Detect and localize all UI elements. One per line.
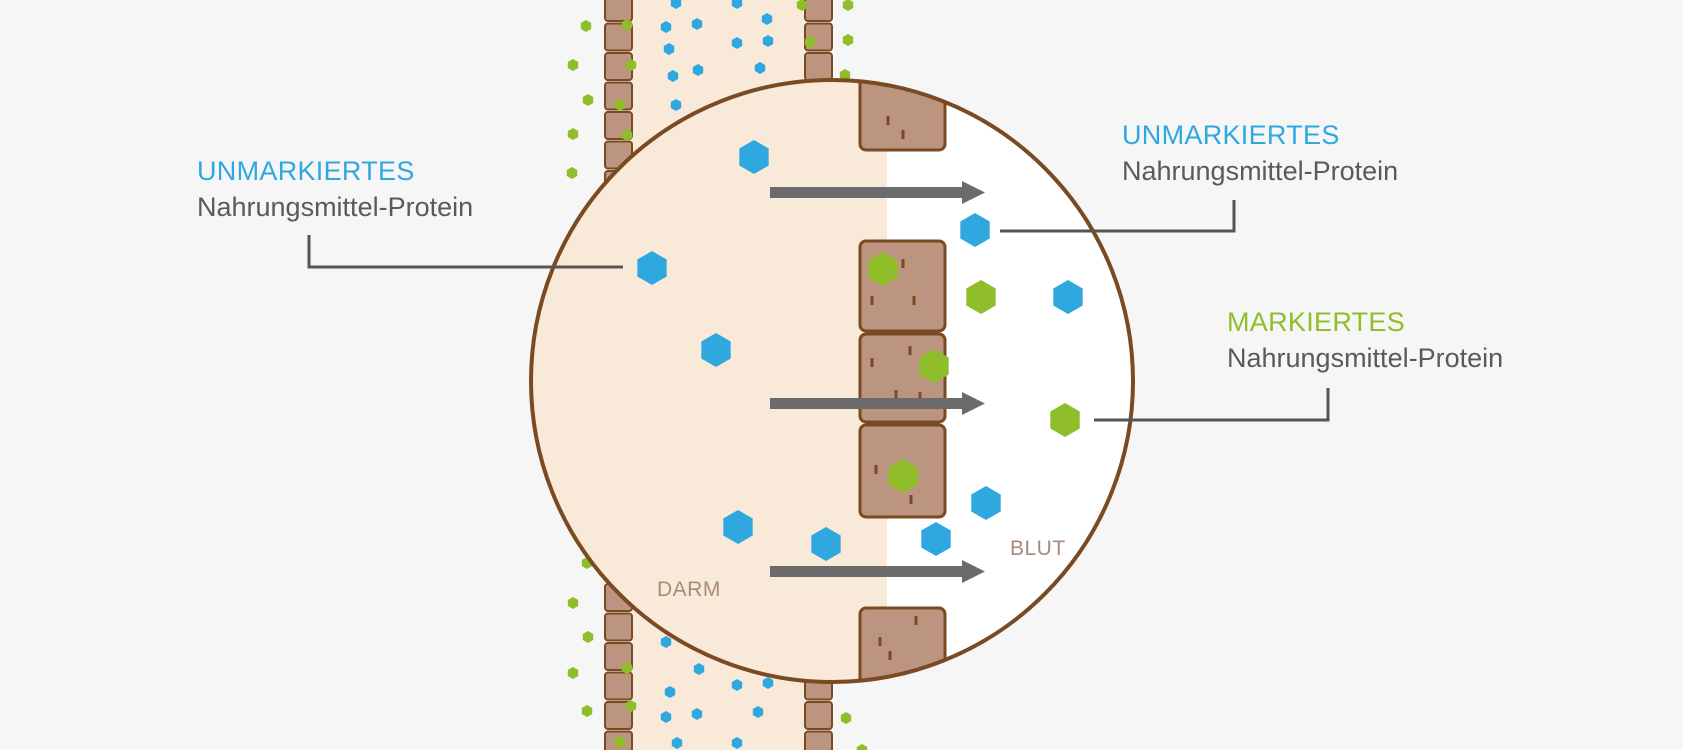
wall-cell [858,80,947,152]
green-hexagon-icon [566,167,578,179]
leader-line-unlabeled-left [307,235,623,269]
label-labeled-right: MARKIERTES Nahrungsmittel-Protein [1227,309,1503,372]
blue-hexagon-icon [739,140,769,174]
wall-cell [804,52,833,81]
green-hexagon-icon [966,280,996,314]
green-hexagon-icon [888,459,918,493]
blue-hexagon-icon [693,663,705,675]
blue-hexagon-icon [664,686,676,698]
blue-hexagon-icon [811,527,841,561]
blue-hexagon-icon [761,13,773,25]
label-subtitle: Nahrungsmittel-Protein [197,192,474,222]
blue-hexagon-icon [731,737,743,749]
green-hexagon-icon [621,129,633,141]
wall-cell [804,730,833,750]
blue-hexagon-icon [691,708,703,720]
green-hexagon-icon [1050,403,1080,437]
green-hexagon-icon [842,34,854,46]
green-hexagon-icon [614,736,626,748]
green-hexagon-icon [868,252,898,286]
label-subtitle: Nahrungsmittel-Protein [1227,343,1504,373]
wall-cell [804,701,833,730]
blue-hexagon-icon [1053,280,1083,314]
right-arrow-icon [770,560,985,583]
green-hexagon-icon [625,700,637,712]
green-hexagon-icon [580,20,592,32]
green-hexagon-icon [840,712,852,724]
blue-hexagon-icon [660,21,672,33]
label-unlabeled-right: UNMARKIERTES Nahrungsmittel-Protein [1122,122,1398,185]
blue-hexagon-icon [762,35,774,47]
label-unlabeled-left: UNMARKIERTES Nahrungsmittel-Protein [197,158,473,221]
background-protein-dots [566,0,868,750]
green-hexagon-icon [567,59,579,71]
blue-hexagon-icon [671,737,683,749]
wall-cell [604,22,633,52]
wall-cell [604,671,633,701]
blue-hexagon-icon [667,70,679,82]
leader-line-unlabeled-right [1000,200,1236,233]
right-arrow-icon [770,181,985,204]
wall-cell [604,612,633,642]
green-hexagon-icon [625,59,637,71]
magnifier-outline [529,78,1135,684]
green-hexagon-icon [582,631,594,643]
green-hexagon-icon [842,0,854,11]
blue-hexagon-icon [692,64,704,76]
blue-hexagon-icon [723,510,753,544]
green-hexagon-icon [919,349,949,383]
leader-line-labeled-right [1094,388,1330,422]
green-hexagon-icon [567,128,579,140]
green-hexagon-icon [796,0,808,11]
blue-hexagon-icon [752,706,764,718]
blue-hexagon-icon [971,486,1001,520]
blue-hexagon-icon [701,333,731,367]
blue-hexagon-icon [762,677,774,689]
blue-hexagon-icon [731,37,743,49]
wall-cell [858,606,947,682]
right-arrow-icon [770,392,985,415]
blue-hexagon-icon [691,18,703,30]
green-hexagon-icon [567,667,579,679]
blue-hexagon-icon [670,0,682,9]
zone-label-gut: DARM [657,578,721,601]
green-hexagon-icon [621,662,633,674]
blue-hexagon-icon [731,0,743,9]
blue-hexagon-icon [921,522,951,556]
green-hexagon-icon [614,99,626,111]
green-hexagon-icon [582,94,594,106]
blue-hexagon-icon [960,213,990,247]
wall-cell [858,239,947,333]
wall-cell [804,0,833,22]
label-title: UNMARKIERTES [1122,120,1340,150]
green-hexagon-icon [839,69,851,81]
green-hexagon-icon [856,744,868,750]
label-title: MARKIERTES [1227,307,1406,337]
magnified-proteins [637,140,1083,561]
zone-label-blood: BLUT [1010,537,1066,560]
blue-hexagon-icon [731,679,743,691]
label-subtitle: Nahrungsmittel-Protein [1122,156,1399,186]
green-hexagon-icon [804,36,816,48]
wall-cell [604,0,633,22]
blue-hexagon-icon [637,251,667,285]
green-hexagon-icon [621,19,633,31]
wall-cell [604,701,633,730]
green-hexagon-icon [567,597,579,609]
blue-hexagon-icon [754,62,766,74]
blue-hexagon-icon [670,99,682,111]
blue-hexagon-icon [660,711,672,723]
blue-hexagon-icon [660,636,672,648]
blue-hexagon-icon [663,43,675,55]
label-title: UNMARKIERTES [197,156,415,186]
green-hexagon-icon [581,705,593,717]
